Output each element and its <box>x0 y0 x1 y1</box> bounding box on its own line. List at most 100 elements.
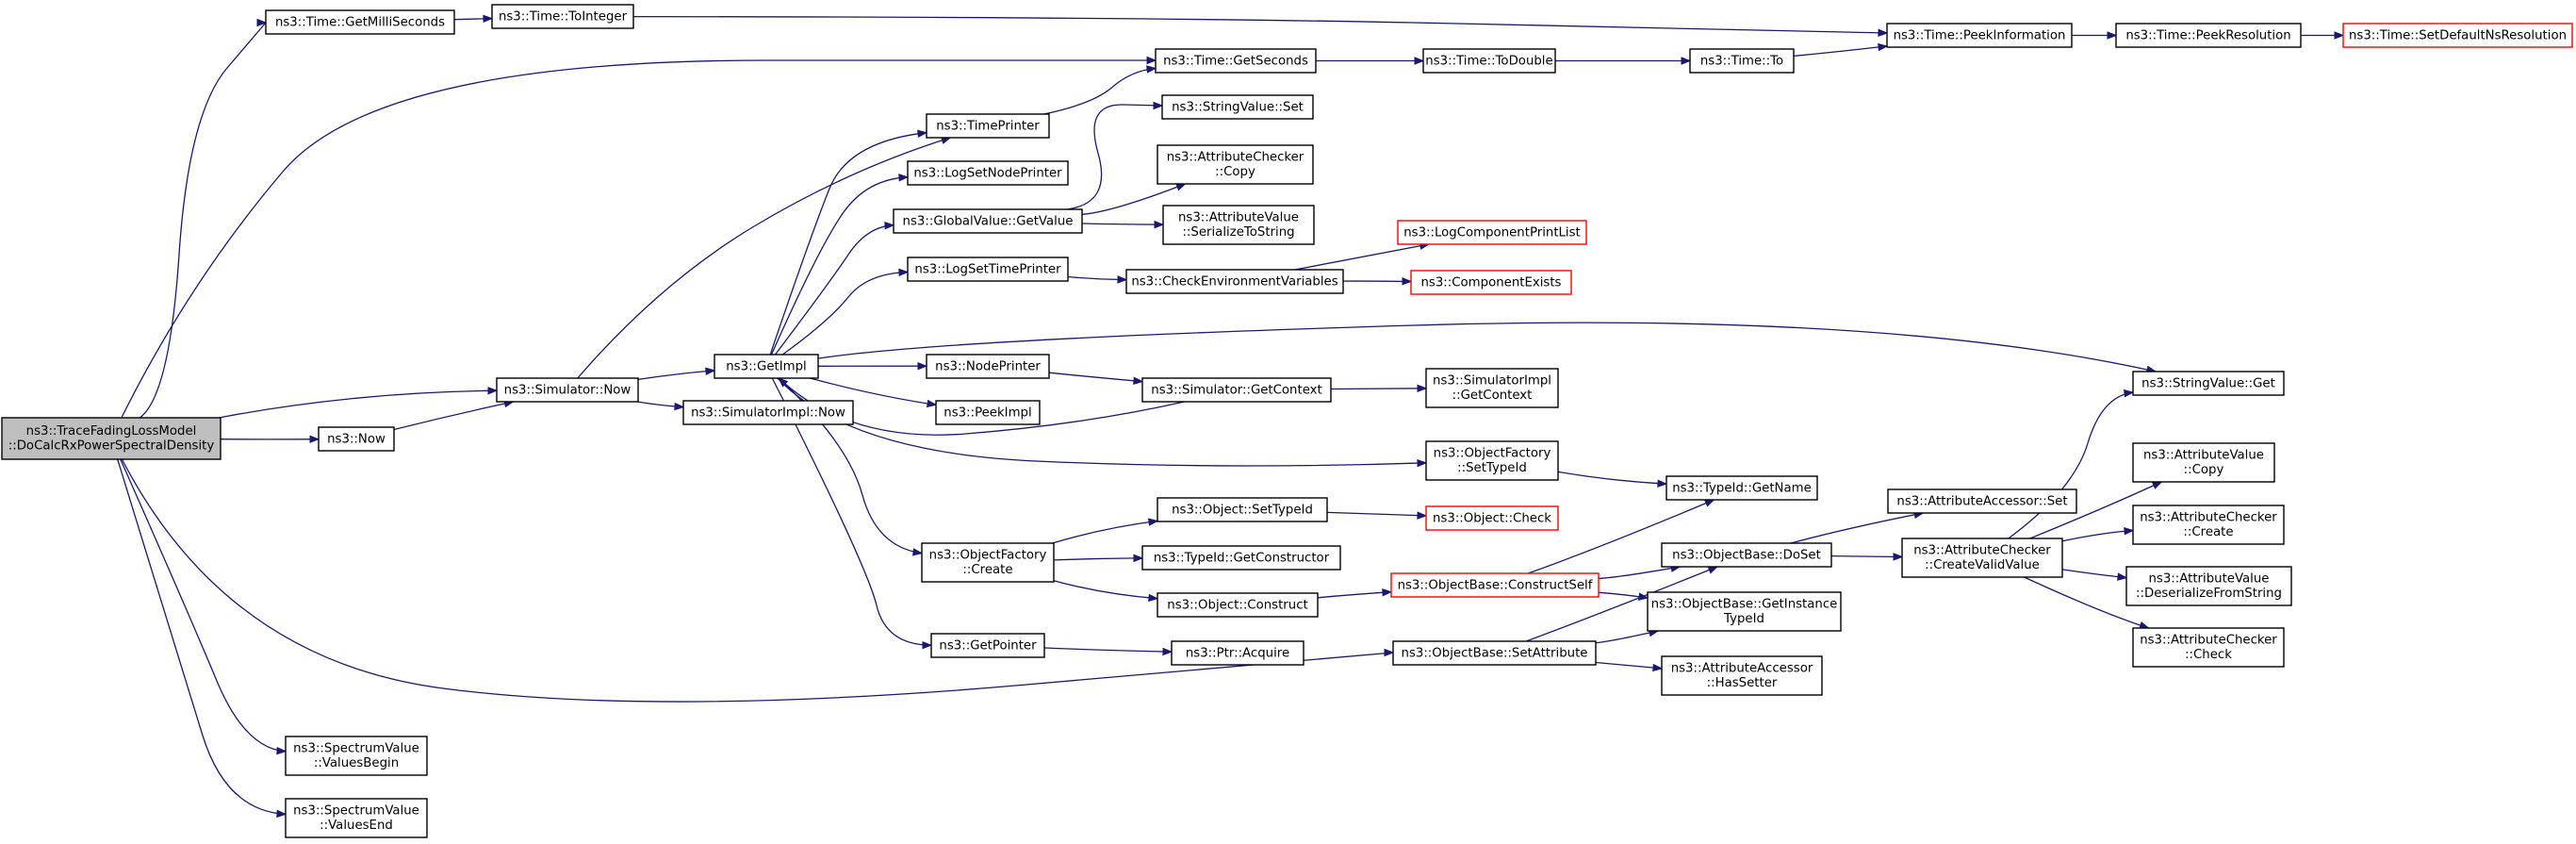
edge-attrCheckCVV-to-strGet <box>2008 389 2135 539</box>
node-box <box>930 633 1045 658</box>
node-gvGetValue[interactable]: ns3::GlobalValue::GetValue <box>893 208 1083 234</box>
node-box <box>1157 497 1328 522</box>
edge-line <box>2029 481 2162 539</box>
edge-line <box>1527 499 1715 574</box>
node-simImplNow[interactable]: ns3::SimulatorImpl::Now <box>682 400 854 425</box>
node-timeTo[interactable]: ns3::Time::To <box>1689 48 1795 74</box>
node-objConstruct[interactable]: ns3::Object::Construct <box>1157 592 1319 618</box>
node-attrCheckCopy[interactable]: ns3::AttributeChecker::Copy <box>1157 144 1314 185</box>
node-attrValCopy[interactable]: ns3::AttributeValue::Copy <box>2132 442 2275 483</box>
edge-gvGetValue-to-strSet <box>1067 101 1164 210</box>
node-getMilli[interactable]: ns3::Time::GetMilliSeconds <box>265 9 455 35</box>
node-obConstructSelf[interactable]: ns3::ObjectBase::ConstructSelf <box>1390 572 1600 598</box>
node-label: ns3::Object::Construct <box>1167 598 1307 612</box>
node-simNow[interactable]: ns3::Simulator::Now <box>496 377 639 403</box>
node-box <box>893 208 1083 234</box>
arrowhead-icon <box>1117 275 1128 284</box>
node-box <box>1665 475 1818 501</box>
edge-toInteger-to-peekInfo <box>632 15 1889 38</box>
node-box <box>1661 542 1832 568</box>
node-setDefRes[interactable]: ns3::Time::SetDefaultNsResolution <box>2342 23 2573 48</box>
node-attrValDeser[interactable]: ns3::AttributeValue::DeserializeFromStri… <box>2125 566 2292 606</box>
node-nodePrinter[interactable]: ns3::NodePrinter <box>926 354 1050 379</box>
arrowhead-icon <box>778 377 789 388</box>
edge-getImpl-to-logSetTime <box>781 268 910 356</box>
node-getPointer[interactable]: ns3::GetPointer <box>930 633 1045 658</box>
edge-obConstructSelf-to-typeIdGetName <box>1527 499 1715 574</box>
node-box <box>1141 545 1341 571</box>
node-checkEnv[interactable]: ns3::CheckEnvironmentVariables <box>1125 269 1344 294</box>
edge-obDoSet-to-attrCheckCVV <box>1830 553 1904 561</box>
node-attrCheckCreate[interactable]: ns3::AttributeChecker::Create <box>2132 505 2285 545</box>
node-strGet[interactable]: ns3::StringValue::Get <box>2132 371 2285 396</box>
arrowhead-icon <box>917 129 928 138</box>
node-attrSerialize[interactable]: ns3::AttributeValue::SerializeToString <box>1162 205 1315 245</box>
edge-timeTo-to-peekInfo <box>1793 42 1889 58</box>
edge-line <box>2024 576 2149 629</box>
node-simGetCtx[interactable]: ns3::Simulator::GetContext <box>1141 377 1332 403</box>
arrowhead-icon <box>1175 183 1187 191</box>
edge-root-to-getSeconds <box>121 56 1157 419</box>
node-logCompPrint[interactable]: ns3::LogComponentPrintList <box>1397 220 1587 245</box>
node-label: ns3::SpectrumValue <box>293 742 419 756</box>
node-label: ::CreateValidValue <box>1925 558 2040 572</box>
node-label: ::SerializeToString <box>1182 225 1294 240</box>
arrowhead-icon <box>884 221 895 230</box>
edge-line <box>1048 372 1143 383</box>
node-strSet[interactable]: ns3::StringValue::Set <box>1161 94 1314 120</box>
node-label: ns3::Time::GetMilliSeconds <box>275 15 445 29</box>
node-obSetAttribute[interactable]: ns3::ObjectBase::SetAttribute <box>1392 640 1597 666</box>
node-label: ns3::AttributeChecker <box>1167 151 1304 165</box>
node-label: ::HasSetter <box>1707 676 1778 690</box>
node-attrCheckCheck[interactable]: ns3::AttributeChecker::Check <box>2132 627 2285 668</box>
edge-obSetAttribute-to-obGetInstTypeId <box>1595 629 1660 644</box>
node-attrAccSet[interactable]: ns3::AttributeAccessor::Set <box>1887 488 2077 514</box>
node-objSetTypeId[interactable]: ns3::Object::SetTypeId <box>1157 497 1328 522</box>
node-logSetTime[interactable]: ns3::LogSetTimePrinter <box>907 257 1069 282</box>
node-ptrAcquire[interactable]: ns3::Ptr::Acquire <box>1171 640 1304 666</box>
edge-attrCheckCVV-to-attrCheckCreate <box>2061 527 2135 542</box>
node-getSeconds[interactable]: ns3::Time::GetSeconds <box>1155 48 1317 74</box>
node-box <box>1425 505 1559 531</box>
node-now[interactable]: ns3::Now <box>318 426 395 452</box>
node-logSetNode[interactable]: ns3::LogSetNodePrinter <box>907 160 1069 186</box>
edge-getImpl-to-gvGetValue <box>774 221 895 356</box>
node-attrAccHasSetter[interactable]: ns3::AttributeAccessor::HasSetter <box>1661 655 1823 696</box>
edge-getSeconds-to-toDouble <box>1316 57 1425 65</box>
node-label: ns3::LogSetTimePrinter <box>914 262 1061 276</box>
node-label: ns3::TimePrinter <box>936 119 1040 133</box>
node-box <box>2125 566 2292 606</box>
node-label: ns3::TypeId::GetConstructor <box>1154 551 1330 565</box>
node-ofCreate[interactable]: ns3::ObjectFactory::Create <box>921 542 1055 583</box>
edge-peekInfo-to-peekRes <box>2072 31 2118 40</box>
node-label: ::Create <box>962 563 1012 577</box>
node-label: ns3::SimulatorImpl <box>1433 374 1551 389</box>
node-attrCheckCVV[interactable]: ns3::AttributeChecker::CreateValidValue <box>1901 538 2063 578</box>
node-label: ns3::TraceFadingLossModel <box>26 424 197 439</box>
node-compExists[interactable]: ns3::ComponentExists <box>1410 270 1572 295</box>
node-peekInfo[interactable]: ns3::Time::PeekInformation <box>1886 23 2073 48</box>
node-typeIdGetName[interactable]: ns3::TypeId::GetName <box>1665 475 1818 501</box>
node-label: ns3::AttributeChecker <box>2140 511 2277 525</box>
node-obDoSet[interactable]: ns3::ObjectBase::DoSet <box>1661 542 1832 568</box>
node-simImplGetCtx[interactable]: ns3::SimulatorImpl::GetContext <box>1425 368 1559 408</box>
node-root[interactable]: ns3::TraceFadingLossModel::DoCalcRxPower… <box>1 417 222 460</box>
node-svValuesBegin[interactable]: ns3::SpectrumValue::ValuesBegin <box>285 736 428 776</box>
node-toInteger[interactable]: ns3::Time::ToInteger <box>491 4 634 29</box>
node-getImpl[interactable]: ns3::GetImpl <box>714 354 819 379</box>
node-toDouble[interactable]: ns3::Time::ToDouble <box>1422 48 1556 74</box>
node-peekRes[interactable]: ns3::Time::PeekResolution <box>2115 23 2302 48</box>
node-objCheck[interactable]: ns3::Object::Check <box>1425 505 1559 531</box>
node-ofSetTypeId[interactable]: ns3::ObjectFactory::SetTypeId <box>1425 440 1559 481</box>
edge-line <box>1317 591 1392 599</box>
edge-getImpl-to-nodePrinter <box>817 361 928 371</box>
edge-line <box>1793 45 1888 58</box>
arrowhead-icon <box>1384 648 1395 657</box>
node-typeIdGetCtor[interactable]: ns3::TypeId::GetConstructor <box>1141 545 1341 571</box>
node-label: ns3::ObjectBase::ConstructSelf <box>1398 578 1593 592</box>
node-peekImpl[interactable]: ns3::PeekImpl <box>935 400 1041 425</box>
node-timePrinter[interactable]: ns3::TimePrinter <box>926 113 1050 139</box>
arrowhead-icon <box>1146 56 1157 65</box>
node-svValuesEnd[interactable]: ns3::SpectrumValue::ValuesEnd <box>285 798 428 838</box>
